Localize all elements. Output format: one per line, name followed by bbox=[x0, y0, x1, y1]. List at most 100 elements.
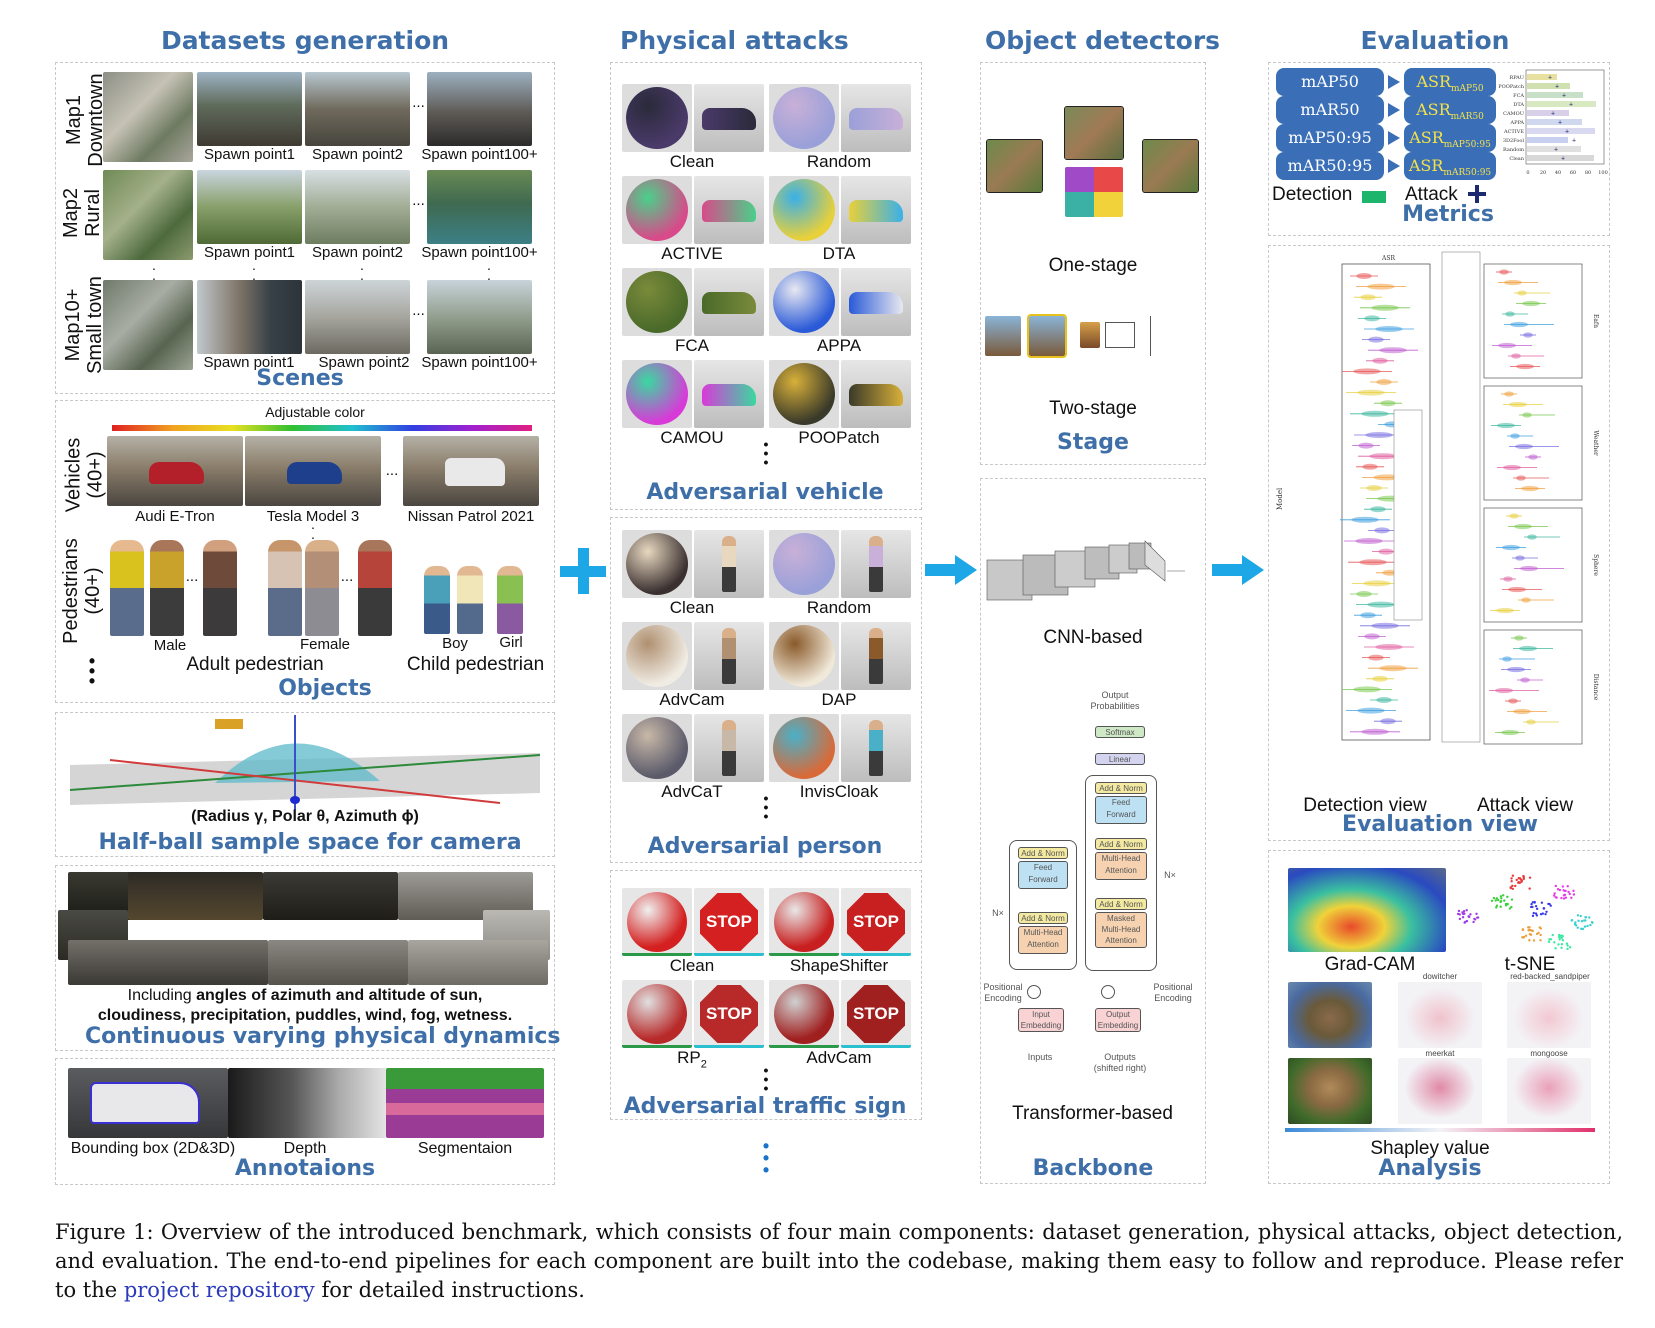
spawn-point-label: Spawn point2 bbox=[318, 354, 410, 371]
tsne-point bbox=[1528, 876, 1532, 879]
mini-chart-bar bbox=[1527, 146, 1581, 152]
tsne-point bbox=[1531, 914, 1535, 918]
dynamics-image-strip bbox=[58, 870, 550, 985]
vehicle-nissan-image bbox=[403, 436, 539, 506]
person-object-image bbox=[841, 622, 911, 690]
backbone-panel bbox=[980, 478, 1206, 1184]
tf-dec-masked-mha: Masked Multi-Head Attention bbox=[1095, 912, 1147, 948]
tsne-point bbox=[1528, 926, 1531, 929]
tsne-point bbox=[1500, 897, 1503, 900]
tsne-point bbox=[1457, 909, 1461, 913]
model-axis-label: Model bbox=[1276, 487, 1284, 510]
pedestrians-label: Pedestrians(40+) bbox=[60, 536, 110, 646]
vehicle-object-image bbox=[694, 360, 764, 428]
attack-view-violin bbox=[1510, 321, 1528, 328]
one-stage-diagram bbox=[985, 105, 1200, 220]
stop-sign-icon: STOP bbox=[847, 893, 905, 951]
map10-scene-1 bbox=[197, 280, 302, 354]
arrow-right-icon bbox=[1212, 555, 1264, 585]
attack-view-violin bbox=[1511, 353, 1521, 359]
shapley-map-4 bbox=[1507, 1058, 1591, 1124]
gradcam-label: Grad-CAM bbox=[1324, 954, 1416, 975]
tsne-point bbox=[1534, 912, 1538, 915]
tf-dec-addnorm-3: Add & Norm bbox=[1095, 782, 1147, 794]
detection-view-legend bbox=[1393, 409, 1423, 621]
tf-softmax-box: Softmax bbox=[1095, 726, 1145, 738]
pedestrian-female-2 bbox=[305, 540, 339, 636]
two-stage-diagram bbox=[985, 312, 1200, 382]
asr-subscript: mAP50:95 bbox=[1443, 140, 1491, 151]
attack-view-violin bbox=[1508, 698, 1518, 704]
tf-dec-addnorm-1: Add & Norm bbox=[1095, 898, 1147, 910]
vehicle-attack-label: Clean bbox=[669, 152, 715, 171]
tsne-point bbox=[1580, 927, 1583, 931]
annotation-label: Segmentaion bbox=[417, 1140, 513, 1157]
detection-view-violin bbox=[1360, 294, 1376, 301]
tsne-point bbox=[1582, 919, 1586, 922]
detection-metric-pill: mAP50:95 bbox=[1276, 124, 1384, 152]
vehicle-object-image bbox=[694, 176, 764, 244]
tsne-point bbox=[1476, 916, 1480, 919]
vehicle-object-image bbox=[694, 268, 764, 336]
tsne-point bbox=[1541, 912, 1545, 915]
project-repository-link[interactable]: project repository bbox=[123, 1278, 315, 1302]
tsne-point bbox=[1574, 924, 1578, 927]
sign-sphere-image bbox=[769, 980, 839, 1048]
attack-view-violin bbox=[1515, 555, 1525, 561]
shapley-bird-image bbox=[1288, 982, 1372, 1048]
detection-view-violin bbox=[1357, 389, 1385, 396]
tsne-point bbox=[1567, 890, 1570, 894]
attack-view-violin bbox=[1496, 607, 1514, 614]
person-sphere-image bbox=[769, 622, 839, 690]
one-stage-label: One-stage bbox=[1048, 255, 1138, 276]
map1-line1: Map1 bbox=[63, 94, 85, 146]
dynamics-title: Continuous varying physical dynamics bbox=[85, 1024, 561, 1049]
sign-attack-label: ShapeShifter bbox=[789, 956, 889, 975]
asr-metric-pill: ASRmAP50 bbox=[1404, 68, 1496, 96]
detection-view-violin bbox=[1356, 273, 1372, 279]
pedestrian-female-1 bbox=[268, 540, 302, 636]
tsne-point bbox=[1586, 924, 1589, 928]
color-gradient-bar bbox=[112, 425, 532, 431]
asr-metric-pill: ASRmAP50:95 bbox=[1404, 124, 1496, 152]
girl-label: Girl bbox=[499, 634, 523, 651]
map2-scene-1 bbox=[197, 170, 302, 244]
tsne-point bbox=[1542, 907, 1546, 910]
detection-view-violin bbox=[1380, 400, 1396, 407]
tsne-point bbox=[1461, 915, 1465, 919]
cnn-diagram bbox=[986, 540, 1185, 601]
person-object-image bbox=[694, 622, 764, 690]
vehicle-attack-label: ACTIVE bbox=[661, 244, 723, 263]
pedestrians-line2: (40+) bbox=[82, 567, 104, 615]
scenes-panel bbox=[55, 62, 555, 394]
bounding-box-image bbox=[68, 1068, 228, 1138]
detection-view-violin bbox=[1364, 633, 1380, 640]
detection-view-violin bbox=[1378, 548, 1394, 555]
tsne-point bbox=[1554, 884, 1558, 888]
sign-attack-label: AdvCam bbox=[806, 1048, 872, 1067]
detection-view-violin bbox=[1351, 516, 1379, 523]
person-object-image bbox=[694, 530, 764, 598]
attack-view-facet-label: Weather bbox=[1592, 430, 1599, 456]
gradcam-image bbox=[1288, 868, 1446, 952]
attack-view-violin bbox=[1517, 290, 1527, 296]
vertical-dots: ••• bbox=[763, 436, 769, 470]
tsne-point bbox=[1517, 877, 1521, 880]
detection-view-violin bbox=[1353, 368, 1381, 375]
annotations-panel bbox=[55, 1058, 555, 1185]
tsne-point bbox=[1566, 885, 1569, 888]
boy-label: Boy bbox=[442, 635, 468, 652]
tsne-point bbox=[1583, 925, 1587, 928]
map2-scene-100 bbox=[427, 170, 532, 244]
tf-output-probs: Output Probabilities bbox=[1090, 690, 1140, 711]
tsne-point bbox=[1560, 946, 1563, 949]
rcnn-proposal-image bbox=[1027, 314, 1067, 358]
tf-pos-enc-left: Positional Encoding bbox=[983, 982, 1023, 1003]
mini-chart-attack-marker: + bbox=[1554, 147, 1558, 154]
tsne-point bbox=[1475, 912, 1478, 916]
tsne-point bbox=[1547, 940, 1551, 944]
person-attack-label: Clean bbox=[669, 598, 715, 617]
transformer-diagram: Output Probabilities Softmax Linear Add … bbox=[983, 690, 1200, 1090]
asr-base: ASR bbox=[1409, 128, 1444, 147]
mini-chart-bar bbox=[1527, 128, 1595, 134]
